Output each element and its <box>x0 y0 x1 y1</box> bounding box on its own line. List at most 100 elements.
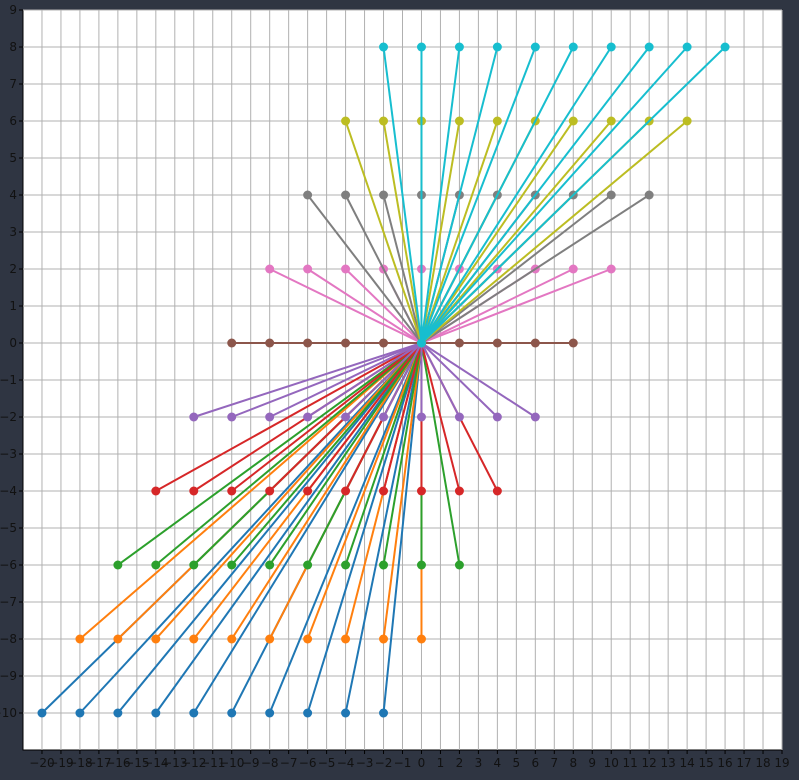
y-tick-label: −4 <box>0 484 17 498</box>
data-point <box>606 264 616 274</box>
series-line <box>420 46 499 344</box>
series-line <box>420 342 461 418</box>
x-tick-label: 2 <box>456 756 464 770</box>
data-point <box>454 338 464 348</box>
data-point <box>151 634 161 644</box>
series-line <box>382 46 423 344</box>
data-point <box>416 560 426 570</box>
series-line <box>420 46 575 344</box>
series-line <box>420 342 536 418</box>
data-point <box>379 338 389 348</box>
data-point <box>113 560 123 570</box>
data-point <box>454 42 464 52</box>
x-axis: −20−19−18−17−16−15−14−13−12−11−10−9−8−7−… <box>29 750 790 770</box>
data-point <box>341 412 351 422</box>
x-tick-label: 19 <box>774 756 789 770</box>
y-tick-label: −2 <box>0 410 17 424</box>
x-tick-label: 10 <box>604 756 619 770</box>
data-point <box>303 412 313 422</box>
data-point <box>416 634 426 644</box>
data-point <box>454 486 464 496</box>
data-point <box>341 116 351 126</box>
series-line <box>155 342 423 566</box>
series-line <box>420 46 613 344</box>
y-tick-label: 1 <box>9 299 17 313</box>
data-point <box>341 190 351 200</box>
series-line <box>382 342 423 714</box>
y-tick-label: −3 <box>0 447 17 461</box>
data-point <box>265 264 275 274</box>
series-line <box>420 342 461 566</box>
x-tick-label: −16 <box>105 756 130 770</box>
data-point <box>341 634 351 644</box>
x-tick-label: −11 <box>200 756 225 770</box>
data-point <box>189 560 199 570</box>
data-point <box>189 634 199 644</box>
x-tick-label: 6 <box>532 756 540 770</box>
series-line <box>421 268 574 344</box>
data-point <box>492 338 502 348</box>
series-line <box>344 342 423 714</box>
y-tick-label: 6 <box>9 114 17 128</box>
data-point <box>341 264 351 274</box>
x-tick-label: 4 <box>494 756 502 770</box>
series-line <box>155 342 422 492</box>
y-tick-label: −6 <box>0 558 17 572</box>
series-line <box>420 46 650 344</box>
x-tick-label: 1 <box>437 756 445 770</box>
y-tick-label: 5 <box>9 151 17 165</box>
data-point <box>606 190 616 200</box>
series-line <box>231 342 422 418</box>
x-tick-label: −2 <box>375 756 393 770</box>
x-tick-label: −8 <box>261 756 279 770</box>
data-point <box>606 116 616 126</box>
x-tick-label: −1 <box>394 756 412 770</box>
data-point <box>227 560 237 570</box>
series-9 <box>379 42 730 348</box>
y-tick-label: −7 <box>0 595 17 609</box>
data-point <box>265 338 275 348</box>
x-tick-label: −4 <box>337 756 355 770</box>
x-tick-label: 12 <box>642 756 657 770</box>
data-point <box>720 42 730 52</box>
data-point <box>303 264 313 274</box>
x-tick-label: −9 <box>242 756 260 770</box>
data-point <box>227 412 237 422</box>
series-line <box>231 342 423 492</box>
series-line <box>307 268 423 344</box>
y-tick-label: −5 <box>0 521 17 535</box>
data-point <box>379 42 389 52</box>
data-point <box>227 338 237 348</box>
x-tick-label: 7 <box>550 756 558 770</box>
data-point <box>113 708 123 718</box>
series-line <box>420 46 688 344</box>
series-line <box>420 120 612 344</box>
data-point <box>341 486 351 496</box>
x-tick-label: −17 <box>86 756 111 770</box>
data-point <box>379 634 389 644</box>
series-line <box>269 268 422 344</box>
y-tick-label: 2 <box>9 262 17 276</box>
data-point <box>568 116 578 126</box>
series-line <box>193 342 422 418</box>
series-line <box>420 194 612 344</box>
y-tick-label: 3 <box>9 225 17 239</box>
data-point <box>644 42 654 52</box>
series-line <box>117 342 423 714</box>
y-tick-label: 4 <box>9 188 17 202</box>
data-point <box>416 412 426 422</box>
series-line <box>420 120 461 344</box>
series-line <box>344 342 423 418</box>
data-point <box>113 634 123 644</box>
x-tick-label: −13 <box>162 756 187 770</box>
series-line <box>230 342 423 566</box>
data-point <box>454 116 464 126</box>
y-tick-label: −10 <box>0 706 17 720</box>
x-tick-label: 16 <box>717 756 732 770</box>
series-line <box>192 342 423 714</box>
y-tick-label: 7 <box>9 77 17 91</box>
data-point <box>151 708 161 718</box>
data-point <box>379 190 389 200</box>
data-point <box>492 486 502 496</box>
